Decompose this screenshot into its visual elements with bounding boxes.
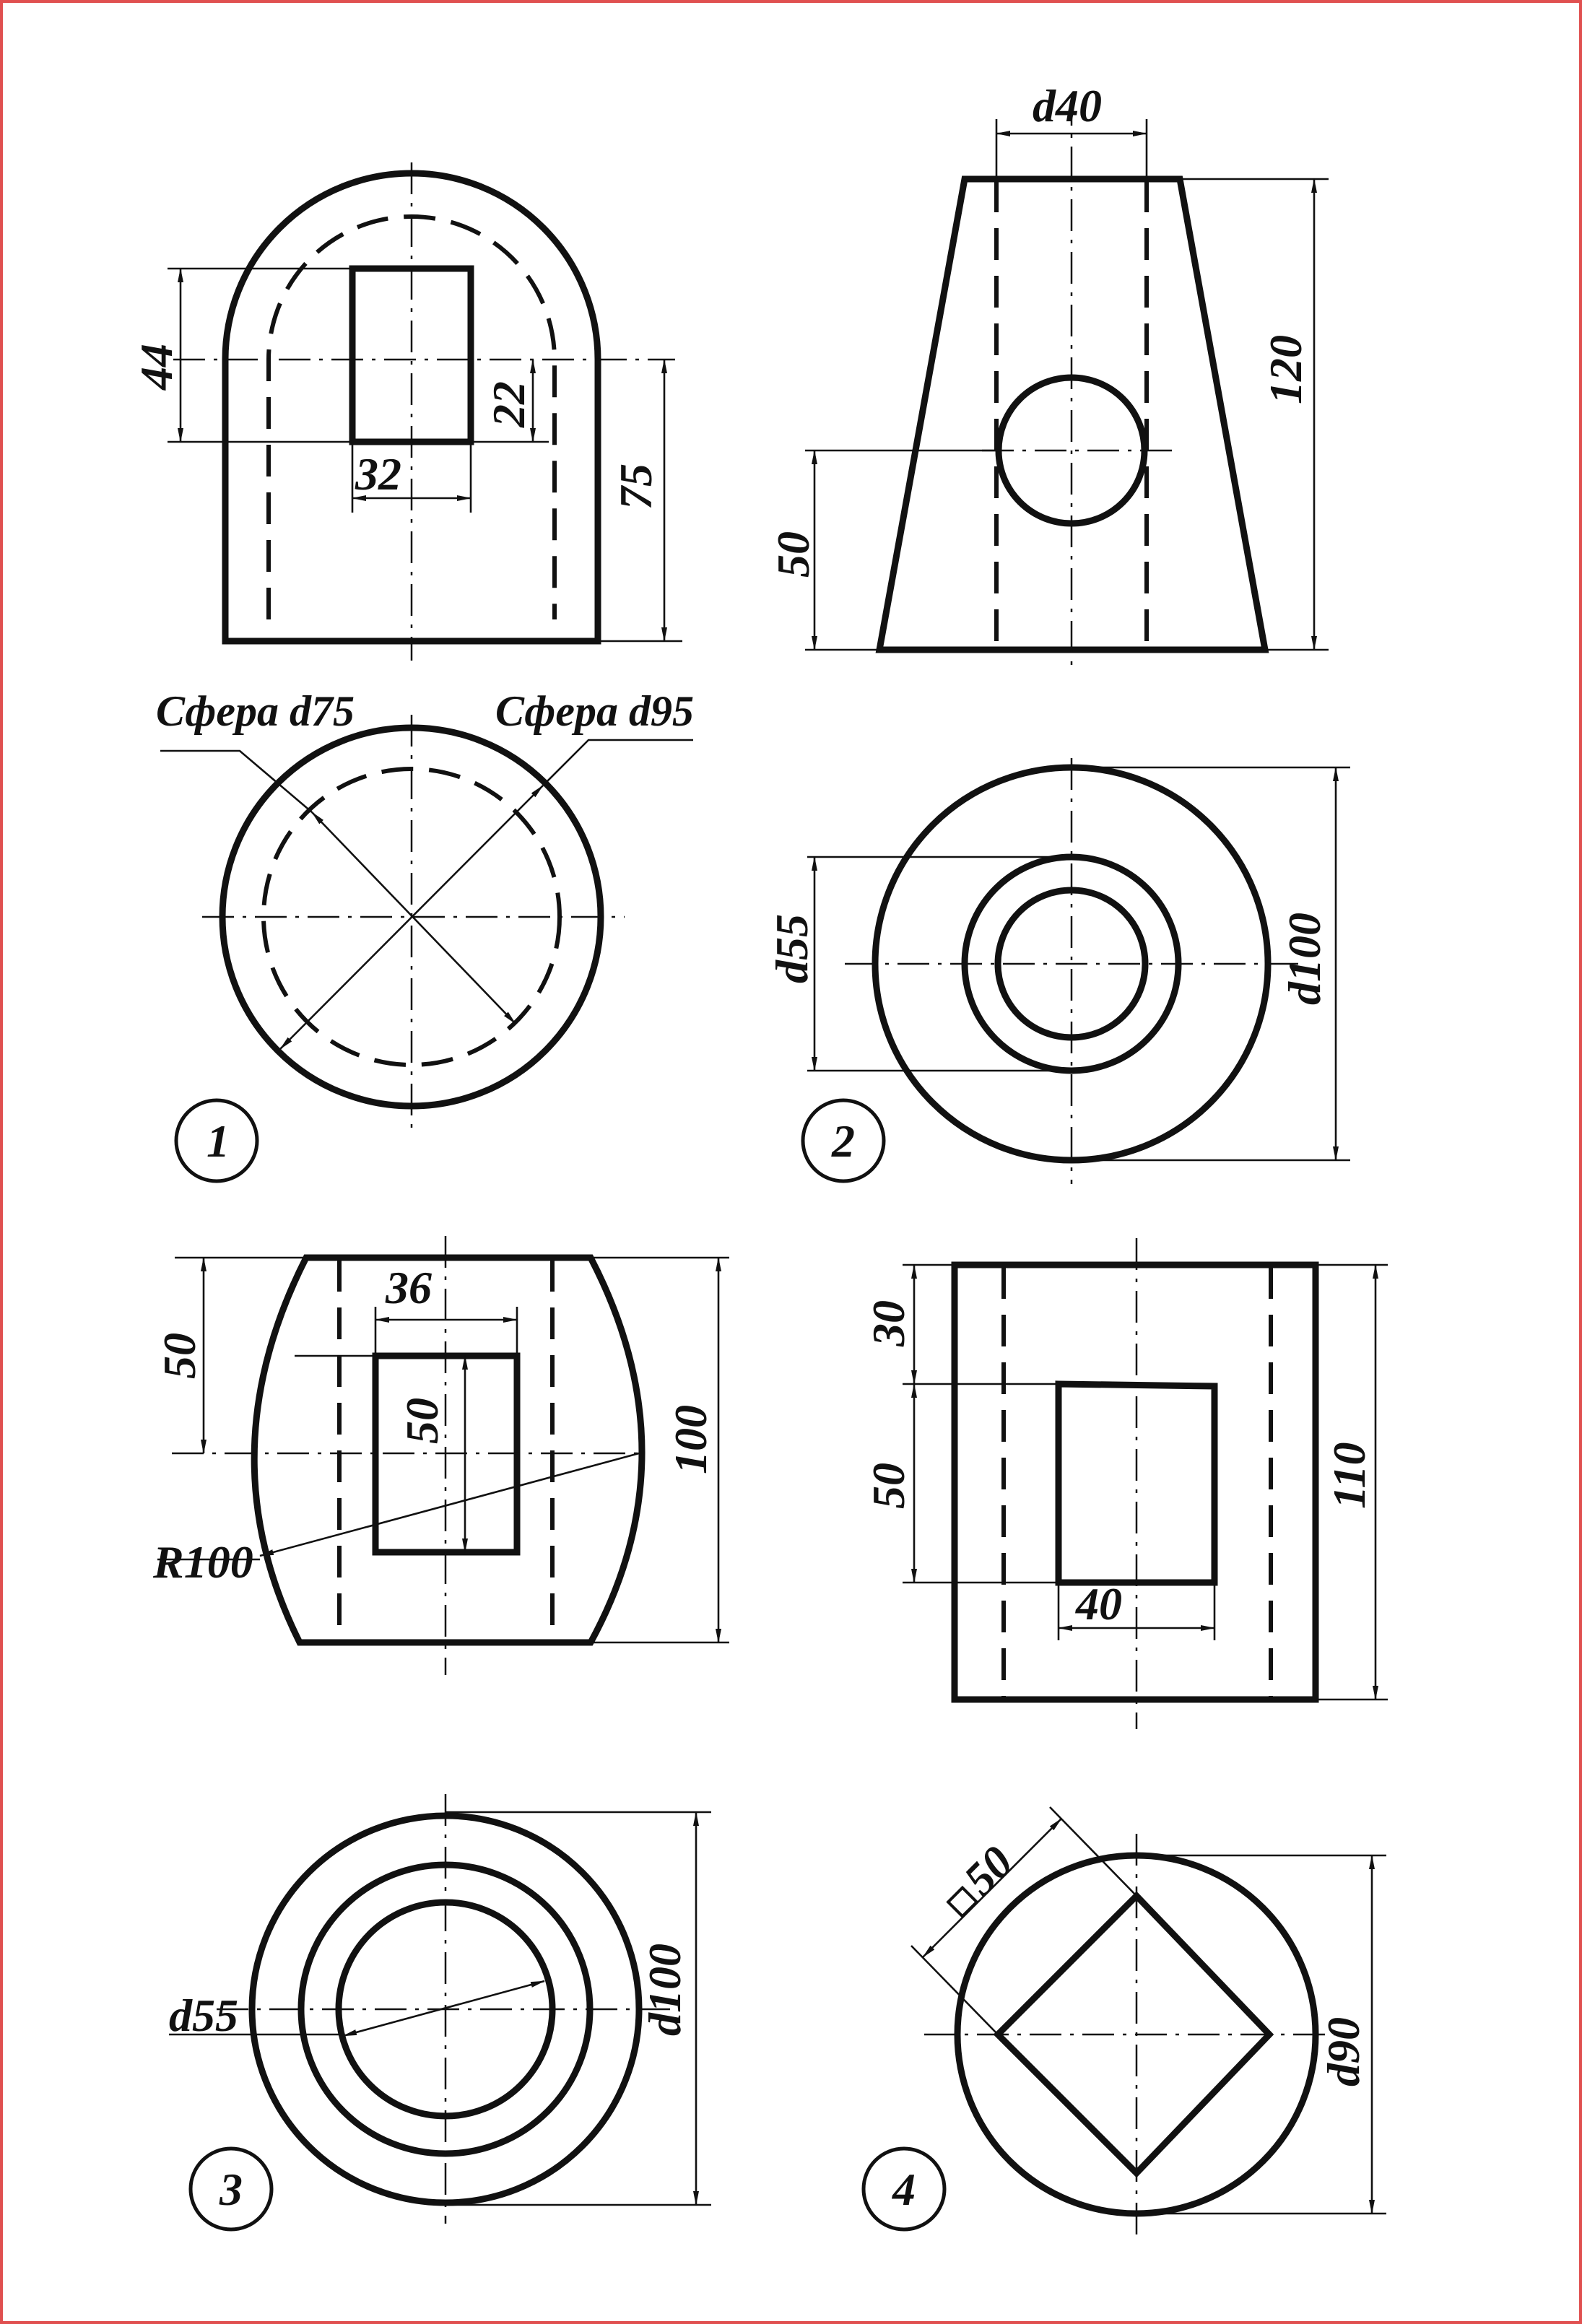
dim-32-label: 32 (355, 448, 401, 500)
dim-d55-label: d55 (766, 914, 817, 983)
dim-36-label: 36 (385, 1262, 432, 1313)
view-3-number-circle (188, 2146, 274, 2232)
view-4-front: 30 50 110 40 (863, 1238, 1388, 1729)
view-4-top: d90 50 (910, 1806, 1386, 2238)
view-3-front: 36 50 50 100 R100 (152, 1236, 729, 1675)
dim-50-hole-label: 50 (396, 1398, 448, 1444)
sphere-d95-callout: Сфера d95 (495, 687, 694, 735)
dim-50-label: 50 (768, 531, 819, 578)
dim-120-label: 120 (1260, 335, 1311, 404)
view-2-number-circle (801, 1098, 886, 1183)
dim-square-50-label: 50 (954, 1836, 1022, 1905)
square-symbol-icon (946, 1885, 979, 1919)
view-1-number: 1 (207, 1115, 230, 1167)
view-2-top: d55 d100 (766, 758, 1350, 1184)
dim-110-label: 110 (1324, 1442, 1375, 1509)
view-4: 30 50 110 40 d90 (861, 1238, 1388, 2238)
dim-d100-label: d100 (1279, 913, 1330, 1005)
view-4-number: 4 (892, 2164, 916, 2215)
view-1-number-circle (174, 1098, 259, 1183)
dim-50-upper-label: 50 (154, 1333, 205, 1379)
view-4-number-circle (861, 2146, 947, 2232)
dim-r100-label: R100 (152, 1536, 253, 1588)
dim-22-label: 22 (483, 381, 534, 428)
view-3-number: 3 (219, 2164, 243, 2215)
dim-d90-label: d90 (1318, 2017, 1369, 2086)
view-3: 36 50 50 100 R100 (152, 1236, 729, 2232)
view-2-front: d40 120 50 (768, 80, 1329, 671)
dim-75-label: 75 (610, 464, 661, 510)
view-2-number: 2 (831, 1115, 855, 1167)
view-1: 44 22 32 75 Сфера d75 Сфера d (131, 162, 694, 1183)
dim-50-label-4: 50 (863, 1463, 914, 1509)
dim-100-label: 100 (665, 1405, 716, 1474)
view-2: d40 120 50 d55 d100 (766, 80, 1350, 1184)
sphere-d75-callout: Сфера d75 (156, 687, 355, 735)
dim-44-label: 44 (131, 344, 182, 391)
view-3-top: d100 d55 (169, 1794, 711, 2224)
dim-d100-label-3: d100 (639, 1944, 690, 2036)
view-1-top: Сфера d75 Сфера d95 (156, 687, 694, 1130)
dim-40-label: 40 (1075, 1578, 1122, 1629)
dim-30-label: 30 (863, 1300, 914, 1347)
dim-d40-label: d40 (1033, 80, 1102, 131)
view-1-front: 44 22 32 75 (131, 162, 682, 661)
dim-d55-label-3: d55 (169, 1990, 238, 2041)
